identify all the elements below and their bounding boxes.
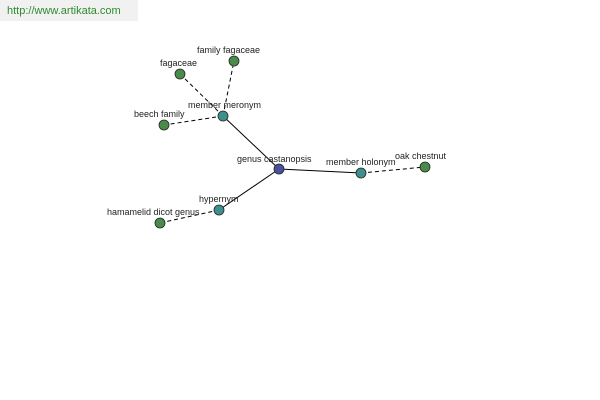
edge-meronym-fagaceae bbox=[179, 73, 224, 117]
edge-meronym-family-fagaceae bbox=[222, 60, 235, 117]
label-member-holonym[interactable]: member holonym bbox=[326, 157, 396, 167]
node-hamamelid-dicot-genus[interactable] bbox=[154, 217, 166, 229]
label-family-fagaceae[interactable]: family fagaceae bbox=[197, 45, 260, 55]
node-fagaceae[interactable] bbox=[174, 68, 186, 80]
node-genus-castanopsis[interactable] bbox=[273, 163, 285, 175]
edge-castanopsis-meronym bbox=[222, 115, 280, 170]
label-genus-castanopsis[interactable]: genus castanopsis bbox=[237, 154, 312, 164]
node-family-fagaceae[interactable] bbox=[228, 55, 240, 67]
node-member-holonym[interactable] bbox=[355, 167, 367, 179]
node-beech-family[interactable] bbox=[158, 119, 170, 131]
label-hamamelid-dicot-genus[interactable]: hamamelid dicot genus bbox=[107, 207, 200, 217]
edge-hypernym-hamamelid bbox=[159, 209, 220, 224]
edge-castanopsis-holonym bbox=[278, 168, 362, 174]
label-fagaceae[interactable]: fagaceae bbox=[160, 58, 197, 68]
edge-meronym-beech-family bbox=[163, 115, 224, 126]
site-url-link[interactable]: http://www.artikata.com bbox=[7, 5, 121, 17]
node-oak-chestnut[interactable] bbox=[419, 161, 431, 173]
edge-holonym-oak-chestnut bbox=[360, 166, 426, 174]
label-member-meronym[interactable]: member meronym bbox=[188, 100, 261, 110]
node-member-meronym[interactable] bbox=[217, 110, 229, 122]
label-hypernym[interactable]: hypernym bbox=[199, 194, 239, 204]
url-banner: http://www.artikata.com bbox=[0, 0, 138, 21]
label-beech-family[interactable]: beech family bbox=[134, 109, 185, 119]
edge-castanopsis-hypernym bbox=[218, 168, 280, 211]
label-oak-chestnut[interactable]: oak chestnut bbox=[395, 151, 447, 161]
node-hypernym[interactable] bbox=[213, 204, 225, 216]
